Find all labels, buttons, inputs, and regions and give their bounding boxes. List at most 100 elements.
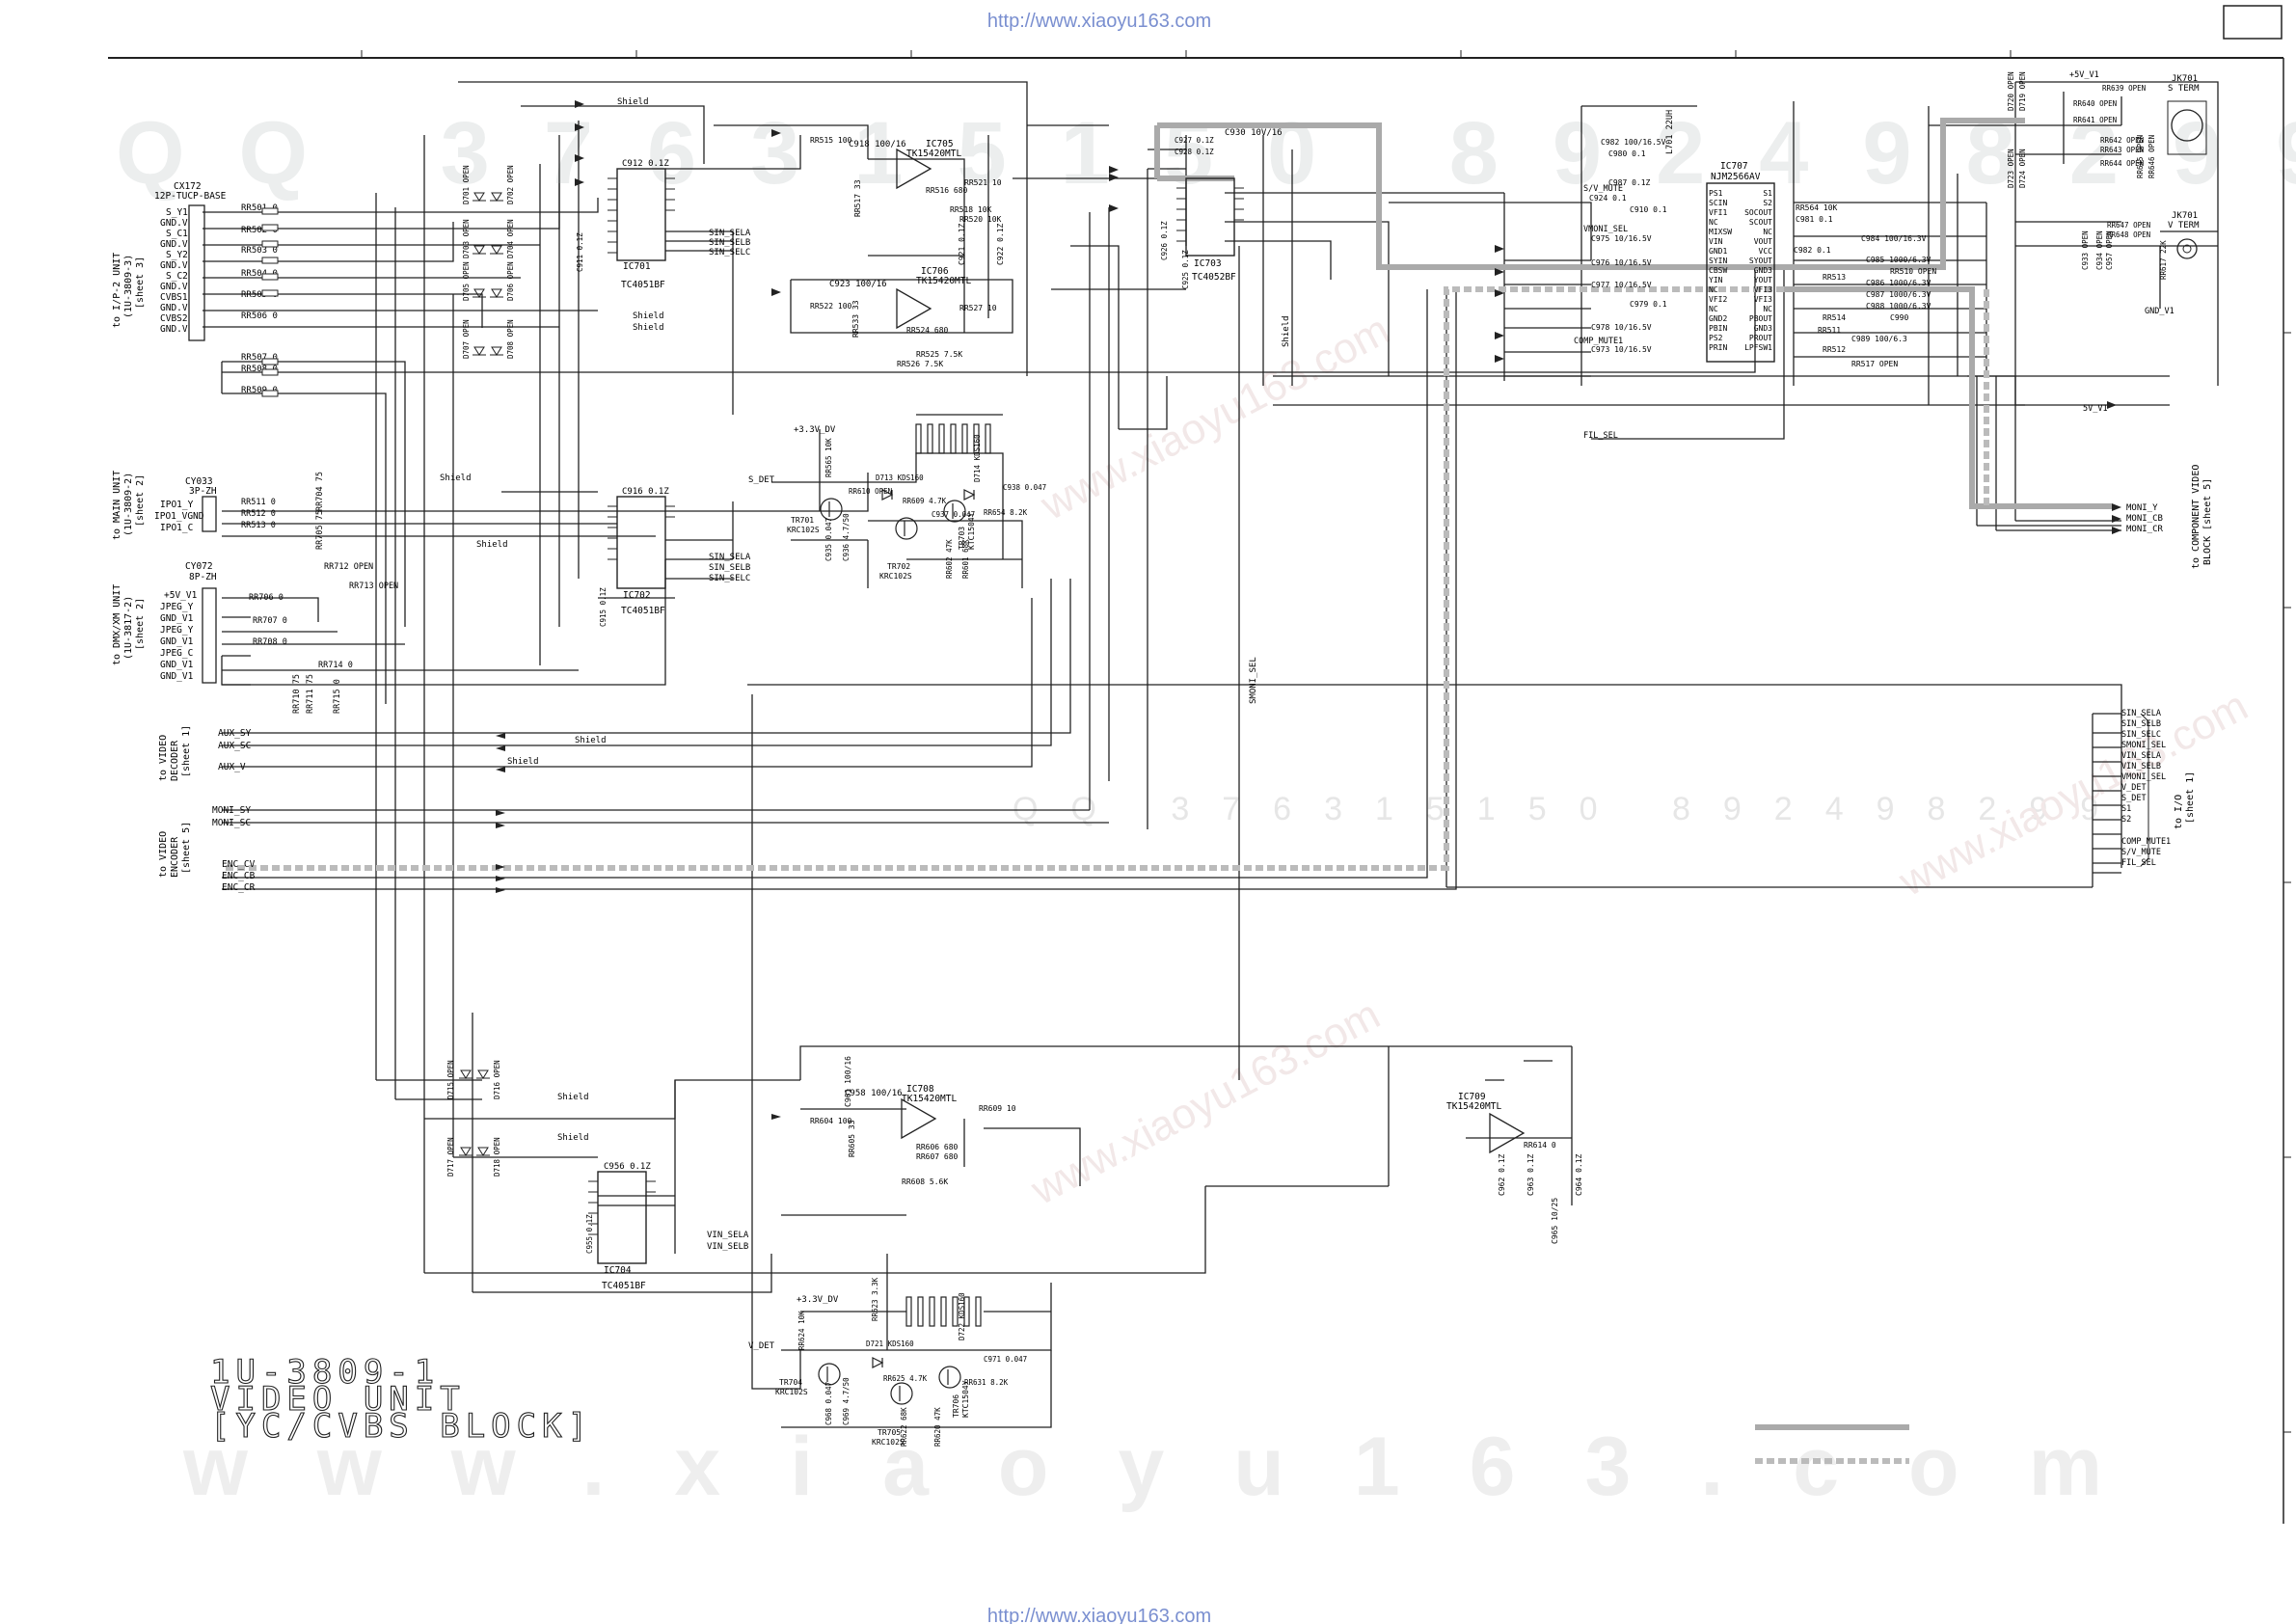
cy033-destination: to MAIN UNIT (1U-3809-2) [sheet 2] [112, 471, 146, 540]
frame [108, 5, 2291, 1524]
svg-text:RR517 OPEN: RR517 OPEN [1851, 360, 1898, 368]
ic702[interactable]: IC702 TC4051BF C916 0.1Z SIN_SELA SIN_SE… [616, 487, 751, 616]
ic-ref: IC703 [1194, 258, 1222, 269]
svg-text:RR610 OPEN: RR610 OPEN [849, 487, 892, 496]
connector-component[interactable]: MONI_Y MONI_CB MONI_CR to COMPONENT VIDE… [2126, 465, 2213, 569]
tr706-ref: TR706 [952, 1394, 960, 1418]
connector-io[interactable]: SIN_SELA SIN_SELB SIN_SELC SMONI_SEL VIN… [2121, 709, 2196, 868]
svg-text:RR639 OPEN: RR639 OPEN [2102, 84, 2146, 93]
svg-text:D706 OPEN: D706 OPEN [506, 261, 515, 301]
svg-text:C984 100/16.3V: C984 100/16.3V [1861, 234, 1927, 243]
svg-text:RR521 10: RR521 10 [964, 178, 1002, 187]
svg-text:NC: NC [1763, 228, 1772, 236]
svg-text:D708 OPEN: D708 OPEN [506, 319, 515, 359]
svg-text:SIN_SELC: SIN_SELC [709, 574, 750, 583]
ic707-right-parts: RR564 10K C981 0.1 C984 100/16.3V C982 0… [1794, 203, 1936, 368]
svg-text:ENC_CB: ENC_CB [222, 871, 256, 881]
svg-text:C987 0.1Z: C987 0.1Z [1608, 178, 1651, 187]
connector-video-encoder[interactable]: MONI_SY MONI_SC ENC_CV ENC_CB ENC_CR to … [158, 805, 256, 893]
svg-text:FIL_SEL: FIL_SEL [2121, 858, 2156, 868]
svg-text:SCIN: SCIN [1709, 199, 1727, 207]
svg-text:RR710 75: RR710 75 [292, 674, 302, 714]
svg-text:CVBS2: CVBS2 [160, 313, 188, 324]
svg-text:C980 0.1: C980 0.1 [1608, 149, 1646, 158]
svg-text:[sheet 1]: [sheet 1] [181, 725, 192, 777]
svg-text:RR513 0: RR513 0 [241, 521, 276, 530]
svg-text:GND_V1: GND_V1 [160, 636, 194, 647]
svg-text:PROUT: PROUT [1749, 334, 1772, 342]
connector-ref: CY072 [185, 561, 213, 572]
svg-text:C962 0.1Z: C962 0.1Z [1498, 1153, 1506, 1196]
svg-text:RR715 0: RR715 0 [333, 679, 342, 714]
svg-text:MONI_Y: MONI_Y [2126, 503, 2158, 513]
svg-text:MONI_CB: MONI_CB [2126, 514, 2163, 524]
svg-text:DECODER: DECODER [170, 740, 180, 781]
svg-text:C925 0.1Z: C925 0.1Z [1181, 250, 1190, 289]
ic706-amp[interactable]: IC706 TK15420MTL C923 100/16 [829, 266, 971, 330]
supply-label: +3.3V_DV [794, 425, 836, 435]
ic704[interactable]: IC704 TC4051BF C956 0.1Z VIN_SELA VIN_SE… [597, 1162, 749, 1291]
ic703[interactable]: IC703 TC4052BF C930 10V/16 [1185, 128, 1283, 283]
svg-text:C986 1000/6.3V: C986 1000/6.3V [1866, 279, 1931, 287]
detector-block-top: +3.3V_DV S_DET RR565 10K D713 KDS160 D71… [748, 423, 1046, 581]
ic707[interactable]: IC707 NJM2566AV L701 22UH PS1 SCIN VFI1 … [1665, 110, 1775, 363]
connector-cx172[interactable]: CX172 12P-TUCP-BASE S_Y1 GND.V S_C1 GND.… [112, 181, 227, 341]
svg-text:C990: C990 [1890, 313, 1908, 322]
header-url[interactable]: http://www.xiaoyu163.com [987, 11, 1211, 32]
svg-text:C934 OPEN: C934 OPEN [2095, 230, 2104, 270]
svg-text:C989 100/6.3: C989 100/6.3 [1851, 335, 1907, 343]
svg-text:Shield: Shield [1282, 315, 1291, 347]
svg-text:D713 KDS160: D713 KDS160 [876, 474, 924, 482]
jack-s-term[interactable]: JK701 S TERM [2167, 74, 2207, 155]
footer-url[interactable]: http://www.xiaoyu163.com [987, 1606, 1211, 1624]
svg-text:SMONI_SEL: SMONI_SEL [1249, 657, 1258, 704]
svg-text:GND1: GND1 [1709, 247, 1727, 256]
svg-text:RR515 100: RR515 100 [810, 136, 852, 145]
svg-text:(1U-3809-3): (1U-3809-3) [123, 255, 134, 318]
svg-text:SCOUT: SCOUT [1749, 218, 1772, 227]
svg-text:GND3: GND3 [1754, 266, 1772, 275]
svg-text:PRIN: PRIN [1709, 343, 1727, 352]
svg-text:D717 OPEN: D717 OPEN [446, 1137, 455, 1177]
title-line-1: 1U-3809-1 [210, 1353, 440, 1392]
connector-video-decoder[interactable]: AUX_SY AUX_SC AUX_V to VIDEO DECODER [sh… [158, 725, 252, 781]
ic708-amp[interactable]: IC708 TK15420MTL C958 100/16 [845, 1084, 957, 1140]
connector-ref: CX172 [174, 181, 202, 192]
svg-text:NC: NC [1763, 305, 1772, 313]
ic-part: TC4051BF [621, 606, 665, 616]
svg-text:C988 1000/6.3V: C988 1000/6.3V [1866, 302, 1931, 311]
connector-cy072[interactable]: CY072 8P-ZH +5V_V1 JPEG_Y GND_V1 JPEG_Y … [112, 561, 217, 684]
svg-text:GND.V: GND.V [160, 239, 188, 250]
misc-caps: C911 0.1Z C915 0.1Z C955 0.1Z C925 0.1Z … [576, 136, 1214, 1254]
jack-ref: JK701 [2172, 74, 2198, 84]
ic709-amp[interactable]: IC709 TK15420MTL [1446, 1092, 1526, 1154]
svg-text:GND3: GND3 [1754, 324, 1772, 333]
svg-text:C936 4.7/50: C936 4.7/50 [842, 513, 851, 561]
svg-text:RR526 7.5K: RR526 7.5K [897, 360, 943, 368]
ic-cap: C918 100/16 [849, 140, 906, 149]
connector-cy033[interactable]: CY033 3P-ZH IPO1_Y IPO1_VGND IPO1_C to M… [112, 471, 217, 540]
ic705-amp[interactable]: IC705 TK15420MTL C918 100/16 [849, 139, 961, 190]
ic-part: TK15420MTL [1446, 1101, 1501, 1112]
svg-text:VFI2: VFI2 [1709, 295, 1727, 304]
svg-text:RR706 0: RR706 0 [249, 593, 284, 603]
svg-text:RR714 0: RR714 0 [318, 661, 353, 670]
jack-label: V TERM [2168, 221, 2200, 230]
svg-text:RR606 680: RR606 680 [916, 1143, 959, 1151]
jack-v-term[interactable]: JK701 V TERM [2168, 211, 2200, 259]
svg-text:SIN_SELC: SIN_SELC [2121, 730, 2161, 740]
site-watermark-mid: www.xiaoyu163.com [1033, 306, 1397, 529]
svg-text:IPO1_VGND: IPO1_VGND [154, 511, 204, 522]
svg-text:RR713 OPEN: RR713 OPEN [349, 582, 398, 591]
svg-text:C928 0.1Z: C928 0.1Z [1175, 148, 1214, 156]
svg-text:ENC_CV: ENC_CV [222, 859, 256, 870]
diode-array-bottom: D715 OPEN D716 OPEN D717 OPEN D718 OPEN [446, 1060, 501, 1177]
svg-text:SIN_SELB: SIN_SELB [709, 238, 750, 248]
tr702-part: KRC102S [879, 572, 912, 581]
svg-text:C937 0.047: C937 0.047 [932, 510, 975, 519]
ic701[interactable]: IC701 TC4051BF C912 0.1Z SIN_SELA SIN_SE… [616, 159, 751, 290]
ic702-select: SIN_SELA SIN_SELB SIN_SELC [709, 553, 751, 583]
svg-text:SOCOUT: SOCOUT [1744, 208, 1772, 217]
svg-text:RR711 75: RR711 75 [306, 674, 315, 714]
svg-text:FIL_SEL: FIL_SEL [1583, 431, 1618, 441]
